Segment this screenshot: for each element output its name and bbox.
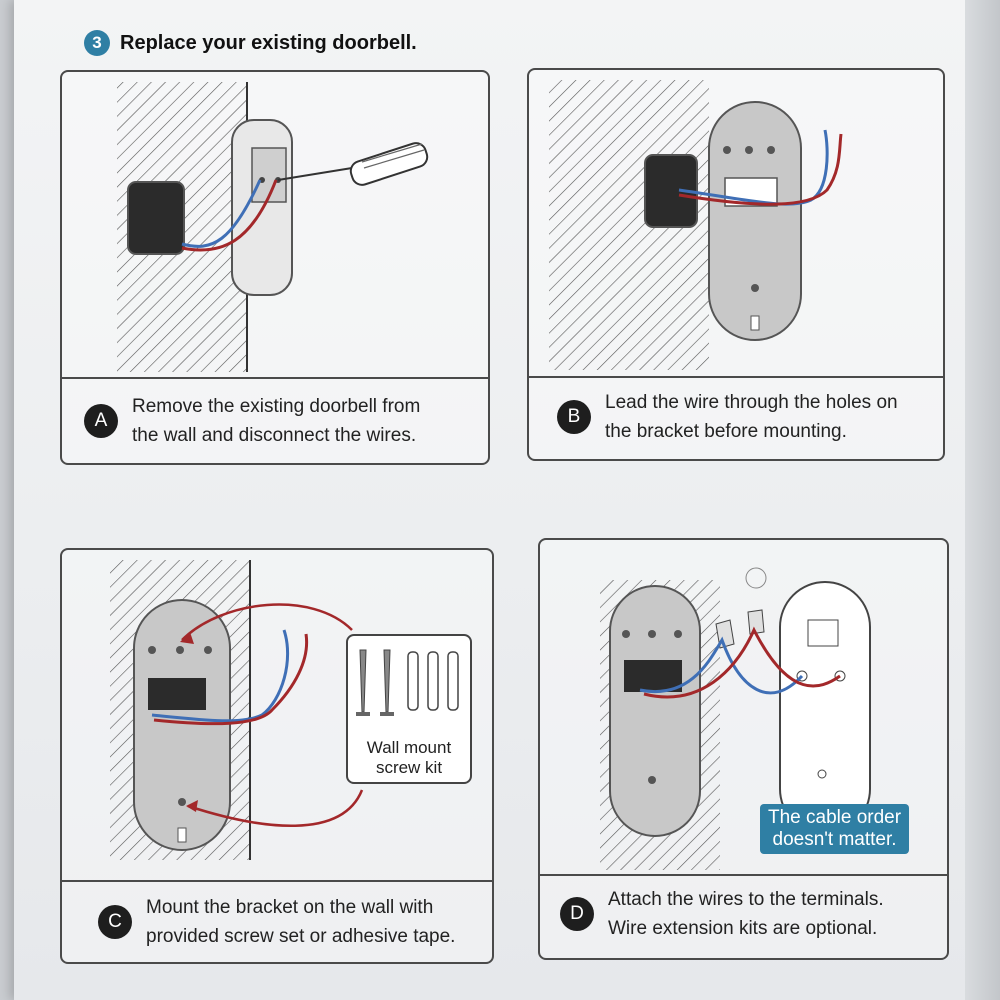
blue-wire: [181, 179, 262, 248]
bracket: [133, 599, 231, 851]
caption-b-line-1: Lead the wire through the holes on: [605, 392, 898, 413]
screw-icon: [356, 649, 370, 716]
red-wire: [678, 133, 843, 206]
bracket: [609, 585, 701, 837]
screw-kit-label-line-2: screw kit: [375, 758, 443, 777]
panel-d-illustration: [600, 567, 871, 870]
caption-a-line-1: Remove the existing doorbell from: [132, 396, 421, 417]
screw-kit-label-line-1: Wall mount: [366, 738, 452, 757]
panel-b: B Lead the wire through the holes on the…: [527, 68, 945, 461]
step-title: Replace your existing doorbell.: [120, 31, 417, 54]
panel-c-caption: C Mount the bracket on the wall with pro…: [98, 893, 455, 951]
caption-b-line-2: the bracket before mounting.: [605, 421, 847, 442]
screw-icon: [380, 649, 394, 716]
badge-b: B: [557, 400, 591, 434]
caption-c-line-2: provided screw set or adhesive tape.: [146, 926, 456, 947]
badge-a: A: [84, 404, 118, 438]
caption-d-line-2: Wire extension kits are optional.: [608, 918, 878, 939]
panel-d-caption: D Attach the wires to the terminals. Wir…: [560, 885, 884, 943]
cable-note-line-2: doesn't matter.: [772, 829, 897, 850]
red-wire: [153, 633, 309, 726]
badge-d: D: [560, 897, 594, 931]
panel-d: The cable order doesn't matter. D Attach…: [538, 538, 949, 960]
blue-wire: [151, 629, 289, 723]
cable-note-line-1: The cable order: [768, 807, 902, 828]
step-header: 3 Replace your existing doorbell.: [84, 28, 417, 58]
arrow-top-screw: [181, 603, 353, 641]
panel-c-illustration: [110, 560, 364, 860]
caption-c-line-1: Mount the bracket on the wall with: [146, 897, 434, 918]
old-doorbell-box: [644, 154, 698, 228]
red-wire: [181, 179, 278, 252]
caption-d-line-1: Attach the wires to the terminals.: [608, 889, 884, 910]
old-doorbell-box: [127, 181, 185, 255]
wall-anchor-icon: [407, 651, 459, 711]
caption-a-line-2: the wall and disconnect the wires.: [132, 425, 417, 446]
panel-c: Wall mount screw kit C Mount the bracket…: [60, 548, 494, 964]
screw-kit-box: Wall mount screw kit: [346, 634, 472, 784]
panel-b-caption: B Lead the wire through the holes on the…: [557, 388, 898, 446]
panel-a: A Remove the existing doorbell from the …: [60, 70, 490, 465]
doorbell: [779, 581, 871, 835]
panel-a-illustration: [117, 82, 429, 372]
badge-c: C: [98, 905, 132, 939]
blue-wire: [639, 636, 804, 695]
red-wire: [643, 626, 841, 699]
arrow-bottom-screw: [187, 789, 364, 828]
screwdriver-icon: [277, 142, 429, 186]
bracket: [708, 101, 802, 341]
cable-order-note: The cable order doesn't matter.: [760, 804, 910, 854]
page-edge: [965, 0, 1000, 1000]
screw-kit-icons: [356, 649, 459, 716]
panel-b-illustration: [549, 80, 843, 370]
panel-a-caption: A Remove the existing doorbell from the …: [84, 392, 420, 450]
step-number-badge: 3: [84, 30, 110, 56]
